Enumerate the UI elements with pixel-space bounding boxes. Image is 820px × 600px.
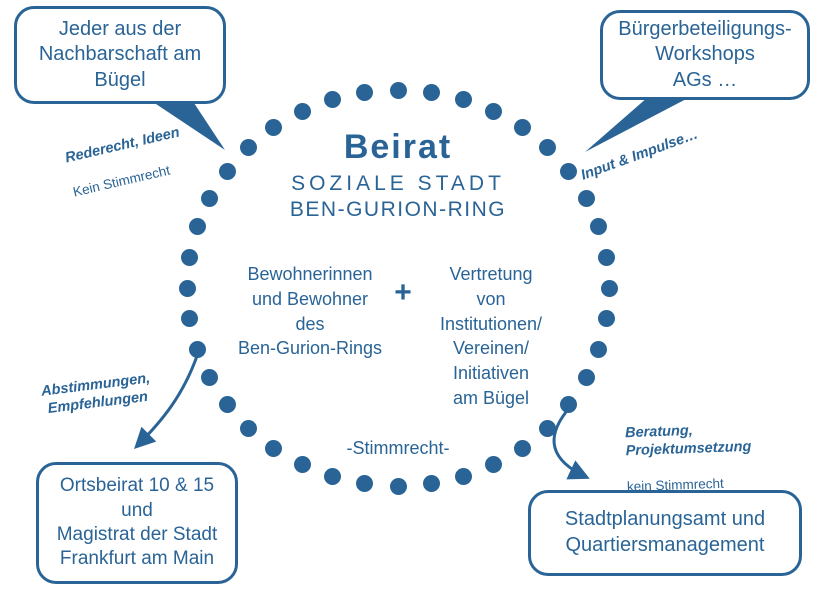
circle-dot — [293, 455, 311, 473]
circle-dot — [590, 340, 608, 358]
annotation-bottom-left: Abstimmungen, Empfehlungen — [38, 352, 156, 437]
circle-dot — [188, 340, 206, 358]
bubble-workshops: Bürgerbeteiligungs- Workshops AGs … — [600, 10, 810, 100]
circle-dot — [218, 395, 236, 413]
annotation-bottom-right-bold: Beratung, Projektumsetzung — [624, 422, 752, 460]
circle-dot — [188, 218, 206, 236]
circle-dot — [513, 439, 531, 457]
circle-subtitle-2: BEN-GURION-RING — [289, 198, 507, 221]
circle-dot — [454, 467, 472, 485]
circle-dot — [178, 279, 196, 297]
circle-dot — [324, 91, 342, 109]
circle-dot — [485, 103, 503, 121]
circle-dot — [422, 83, 440, 101]
circle-dot — [293, 103, 311, 121]
circle-dot — [389, 81, 407, 99]
circle-dot — [324, 467, 342, 485]
circle-dot — [356, 475, 374, 493]
voting-right-note: -Stimmrecht- — [346, 438, 450, 458]
circle-dot — [389, 477, 407, 495]
members-institutions: Vertretung von Institutionen/ Vereinen/ … — [439, 264, 543, 409]
speech-tail-top-left-icon — [150, 100, 225, 150]
annotation-bottom-left-bold: Abstimmungen, Empfehlungen — [40, 370, 152, 418]
circle-dot — [201, 189, 219, 207]
circle-dot — [265, 119, 283, 137]
bubble-neighborhood: Jeder aus der Nachbarschaft am Bügel — [14, 6, 226, 104]
speech-tail-top-right-icon — [585, 97, 690, 152]
plus-sign: + — [394, 276, 412, 309]
circle-dot — [538, 139, 556, 157]
box-ortsbeirat-magistrat: Ortsbeirat 10 & 15 und Magistrat der Sta… — [36, 462, 238, 584]
circle-subtitle-1: SOZIALE STADT — [291, 172, 505, 195]
circle-dot — [265, 439, 283, 457]
circle-dot — [422, 475, 440, 493]
circle-dot — [201, 369, 219, 387]
circle-dot — [218, 163, 236, 181]
circle-title: Beirat — [343, 128, 453, 166]
circle-dot — [600, 279, 618, 297]
arrow-bottom-left-icon — [134, 354, 199, 449]
circle-dot — [485, 455, 503, 473]
circle-dot — [181, 310, 199, 328]
circle-dot — [181, 248, 199, 266]
circle-dot — [597, 310, 615, 328]
circle-dot — [240, 139, 258, 157]
circle-dot — [577, 189, 595, 207]
circle-dot — [240, 419, 258, 437]
annotation-bottom-right-rest: kein Stimmrecht — [626, 475, 724, 494]
circle-dot — [356, 83, 374, 101]
box-stadtplanungsamt: Stadtplanungsamt und Quartiersmanagement — [528, 490, 802, 576]
annotation-top-left-bold: Rederecht, Ideen — [63, 124, 182, 167]
circle-dot — [513, 119, 531, 137]
annotation-bottom-right: Beratung, Projektumsetzung kein Stimmrec… — [624, 402, 753, 514]
circle-dot — [577, 369, 595, 387]
circle-dot — [538, 419, 556, 437]
annotation-top-left-rest: Kein Stimmrecht — [71, 162, 172, 200]
members-residents: Bewohnerinnen und Bewohner des Ben-Gurio… — [237, 264, 383, 359]
arrow-bottom-right-icon — [552, 410, 590, 480]
circle-dot — [590, 218, 608, 236]
circle-dot — [597, 248, 615, 266]
circle-dot — [454, 91, 472, 109]
circle-dot — [560, 395, 578, 413]
circle-dot — [560, 163, 578, 181]
